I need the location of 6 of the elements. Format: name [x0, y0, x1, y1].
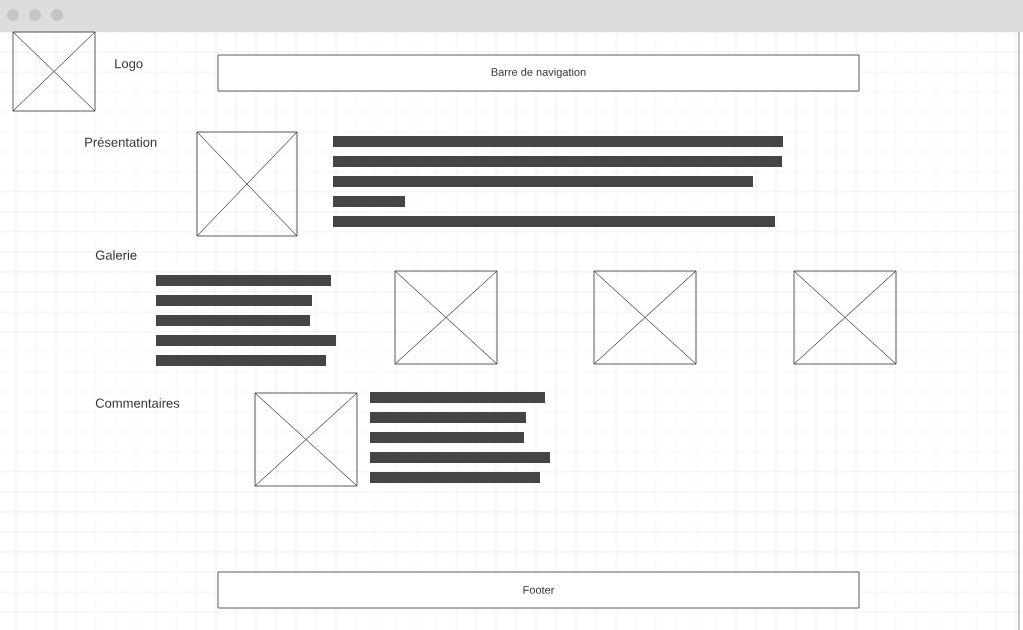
section-label: Commentaires [95, 398, 180, 408]
section-label: Galerie [95, 250, 137, 260]
section-box: Barre de navigation [217, 54, 860, 92]
section-label: Présentation [85, 137, 157, 147]
section-label: Logo [115, 59, 143, 71]
section-box: Footer [217, 571, 860, 609]
